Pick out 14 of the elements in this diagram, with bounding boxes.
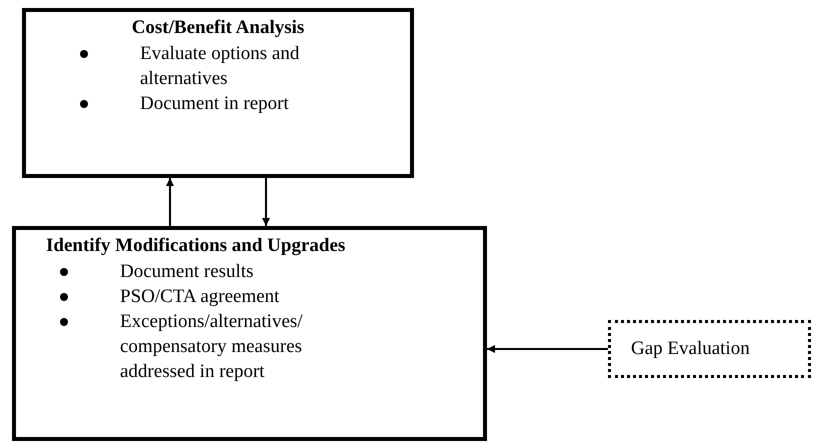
bullet-text: Document in report bbox=[140, 92, 290, 116]
arrow bbox=[262, 178, 270, 226]
node-heading: Cost/Benefit Analysis bbox=[130, 16, 306, 40]
node-label: Gap Evaluation bbox=[631, 336, 750, 361]
arrow bbox=[487, 345, 608, 353]
dotted-box bbox=[608, 320, 811, 378]
bullet-text: Document results bbox=[120, 260, 255, 284]
bullet-text: Exceptions/alternatives/ compensatory measures addressed in report bbox=[120, 310, 304, 384]
bullet-text: PSO/CTA agreement bbox=[120, 285, 280, 309]
node-heading: Identify Modifications and Upgrades bbox=[45, 234, 346, 258]
arrow bbox=[166, 178, 174, 226]
process-box bbox=[22, 8, 414, 178]
process-box bbox=[12, 226, 487, 441]
bullet-text: Evaluate options and alternatives bbox=[140, 42, 300, 91]
